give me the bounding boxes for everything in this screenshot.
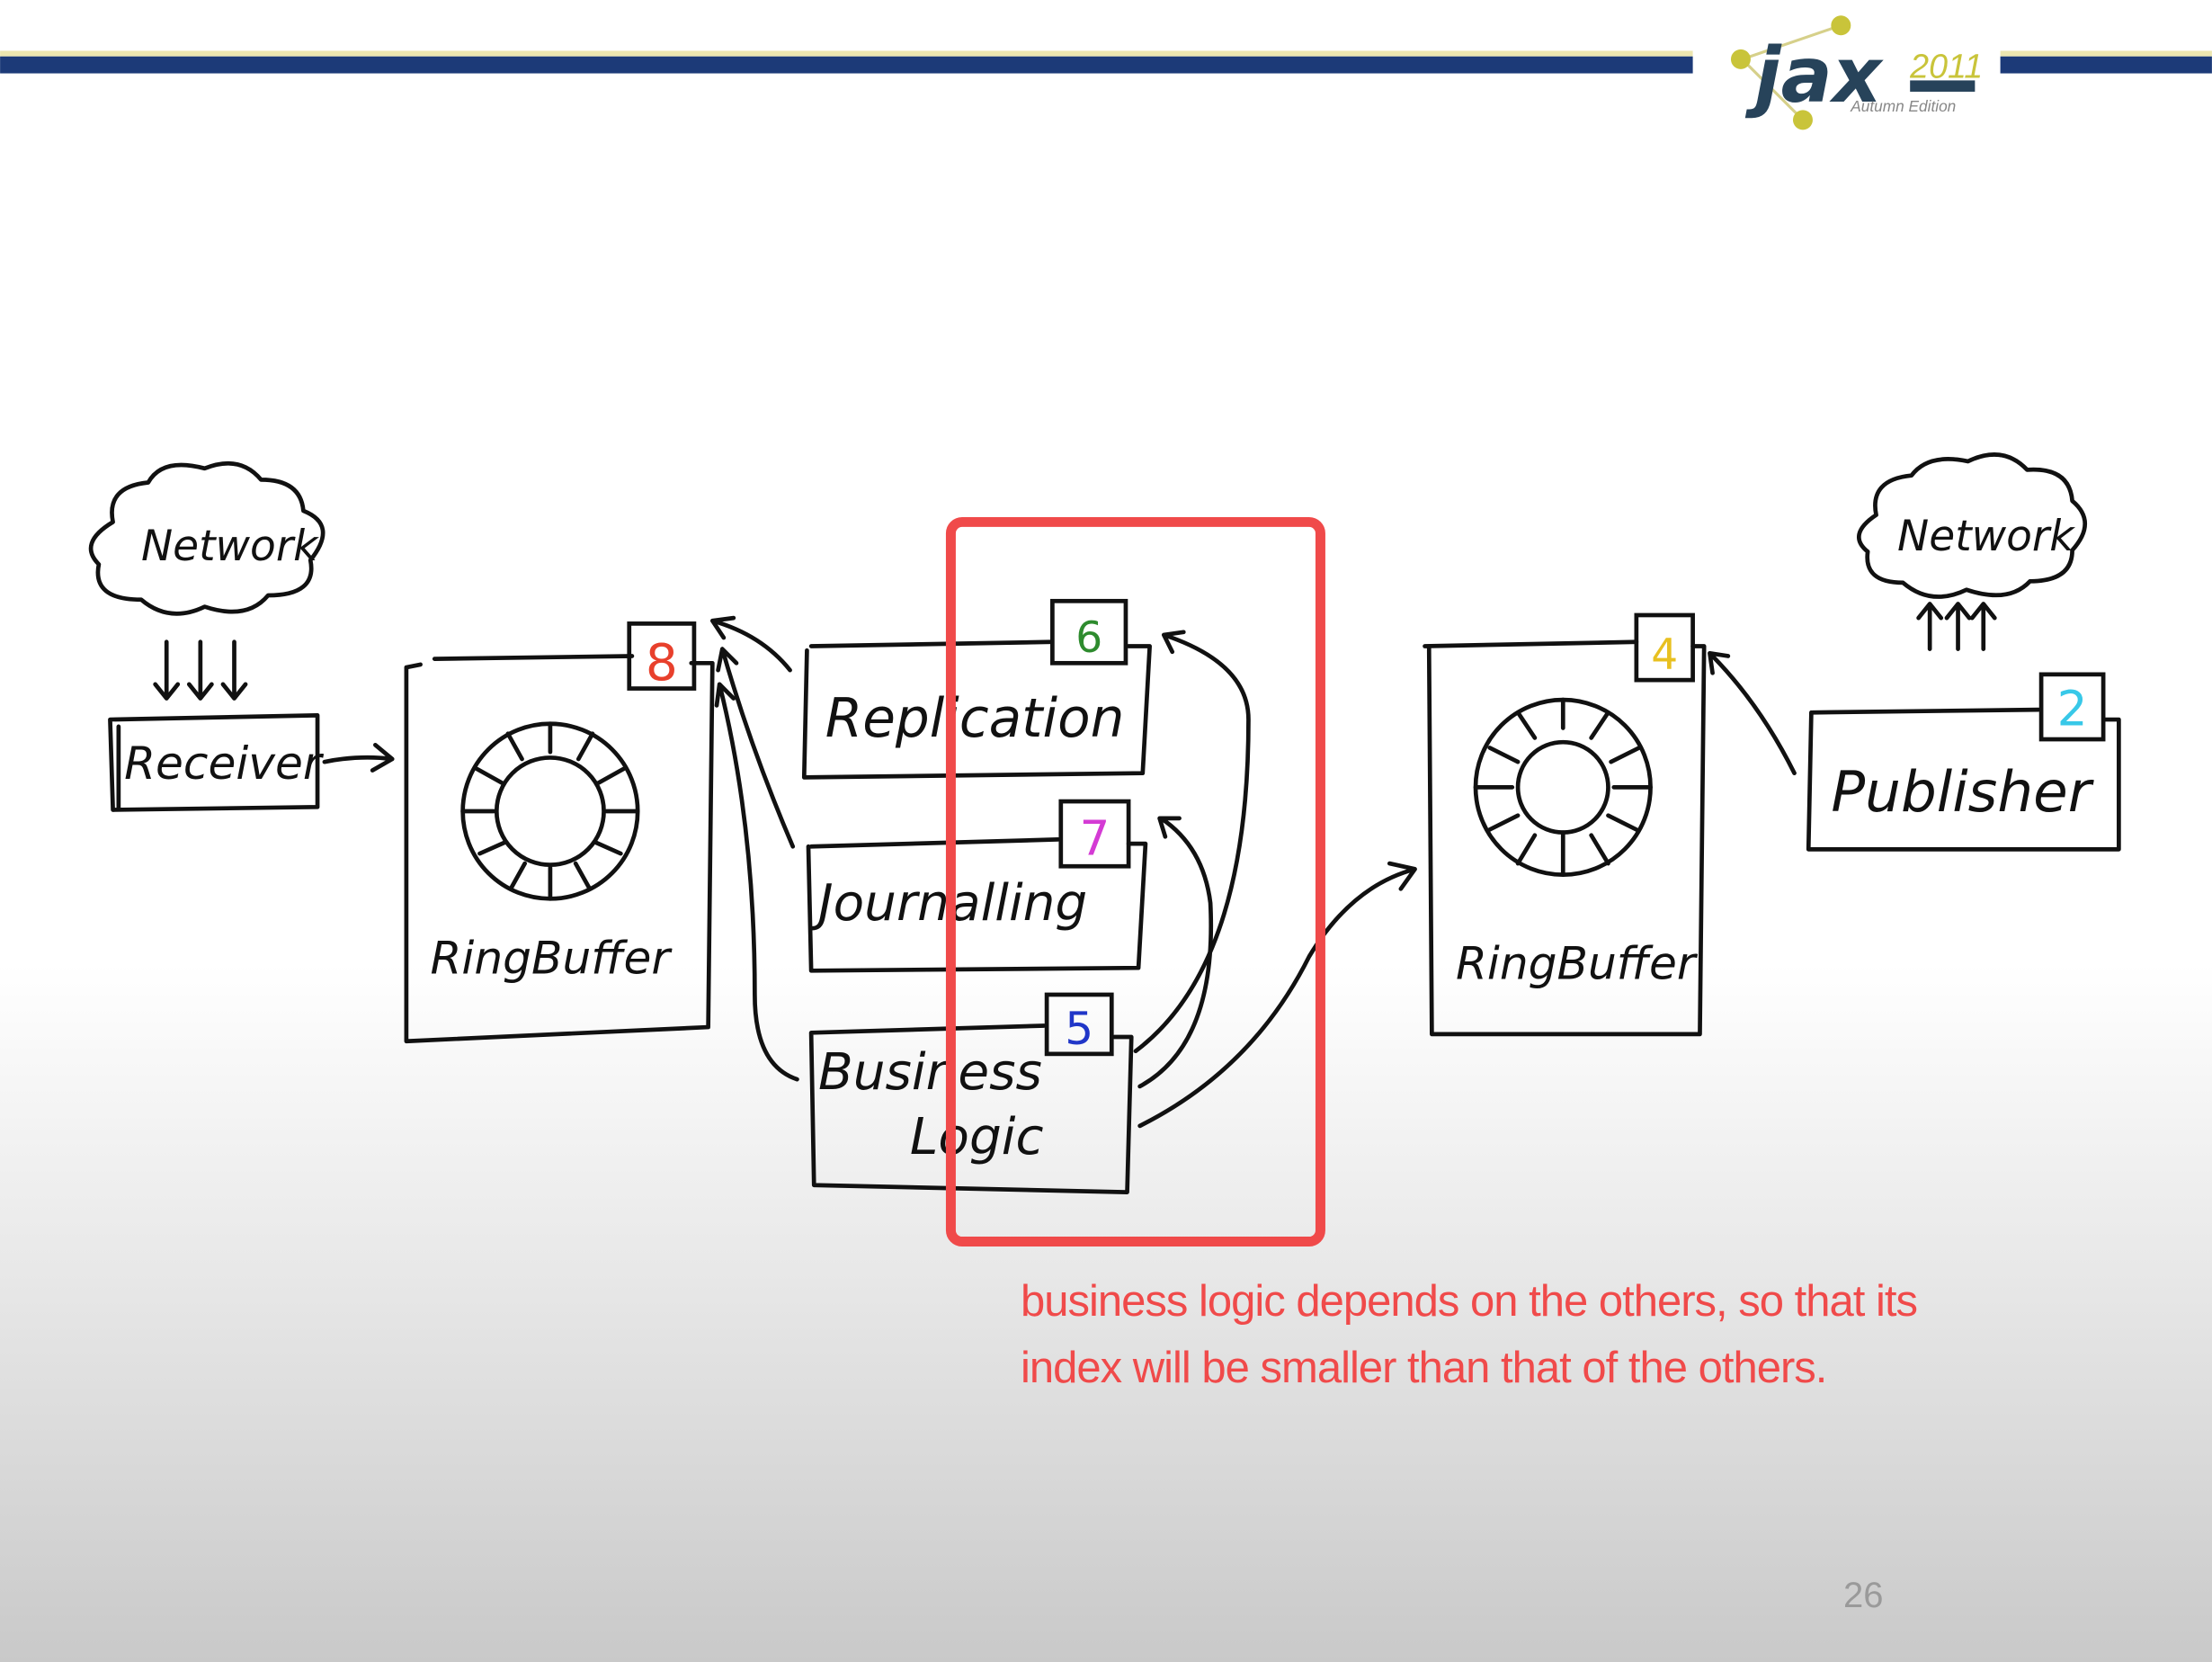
receiver-box: Receiver — [108, 713, 325, 812]
arrow-publisher-to-ringbuffer — [1708, 650, 1797, 776]
highlight-box — [945, 516, 1325, 1246]
svg-text:Replication: Replication — [825, 688, 1125, 750]
network-cloud-left: Network — [88, 460, 326, 616]
svg-text:RingBuffer: RingBuffer — [431, 931, 673, 984]
business-logic-box: Business Logic 5 — [808, 992, 1134, 1194]
publisher-box: Publisher 2 — [1806, 672, 2121, 852]
svg-text:Logic: Logic — [910, 1108, 1044, 1166]
network-cloud-right: Network — [1857, 452, 2087, 599]
ringbuffer-right: RingBuffer 4 — [1423, 612, 1707, 1037]
annotation-text: business logic depends on the others, so… — [1021, 1268, 1918, 1401]
svg-text:Autumn Edition: Autumn Edition — [1850, 97, 1956, 115]
dependency-arrows — [709, 615, 1417, 1129]
badge-5: 5 — [1065, 1002, 1093, 1055]
jax-logo: jax 2011 Autumn Edition — [1730, 15, 1983, 130]
svg-text:Network: Network — [1897, 512, 2075, 561]
svg-text:jax: jax — [1745, 31, 1884, 120]
badge-2: 2 — [2057, 680, 2088, 737]
up-arrows-icon — [1916, 602, 1997, 651]
arrow-receiver-to-ringbuffer — [322, 742, 395, 773]
badge-4: 4 — [1651, 630, 1678, 680]
svg-text:Publisher: Publisher — [1831, 759, 2094, 825]
badge-7: 7 — [1079, 810, 1110, 867]
badge-8: 8 — [646, 634, 678, 692]
svg-text:Business: Business — [818, 1043, 1042, 1102]
annotation-line-2: index will be smaller than that of the o… — [1021, 1344, 1827, 1392]
replication-box: Replication 6 — [801, 598, 1152, 780]
svg-text:Receiver: Receiver — [124, 737, 325, 790]
ringbuffer-left: RingBuffer 8 — [404, 621, 715, 1044]
annotation-line-1: business logic depends on the others, so… — [1021, 1277, 1918, 1326]
svg-text:2011: 2011 — [1909, 47, 1983, 85]
badge-6: 6 — [1075, 613, 1102, 663]
svg-text:Network: Network — [141, 522, 319, 571]
svg-text:RingBuffer: RingBuffer — [1456, 937, 1699, 990]
header-bar — [0, 50, 2212, 74]
page-number: 26 — [1843, 1576, 1884, 1615]
journalling-box: Journalling 7 — [806, 799, 1148, 973]
down-arrows-icon — [153, 639, 248, 701]
